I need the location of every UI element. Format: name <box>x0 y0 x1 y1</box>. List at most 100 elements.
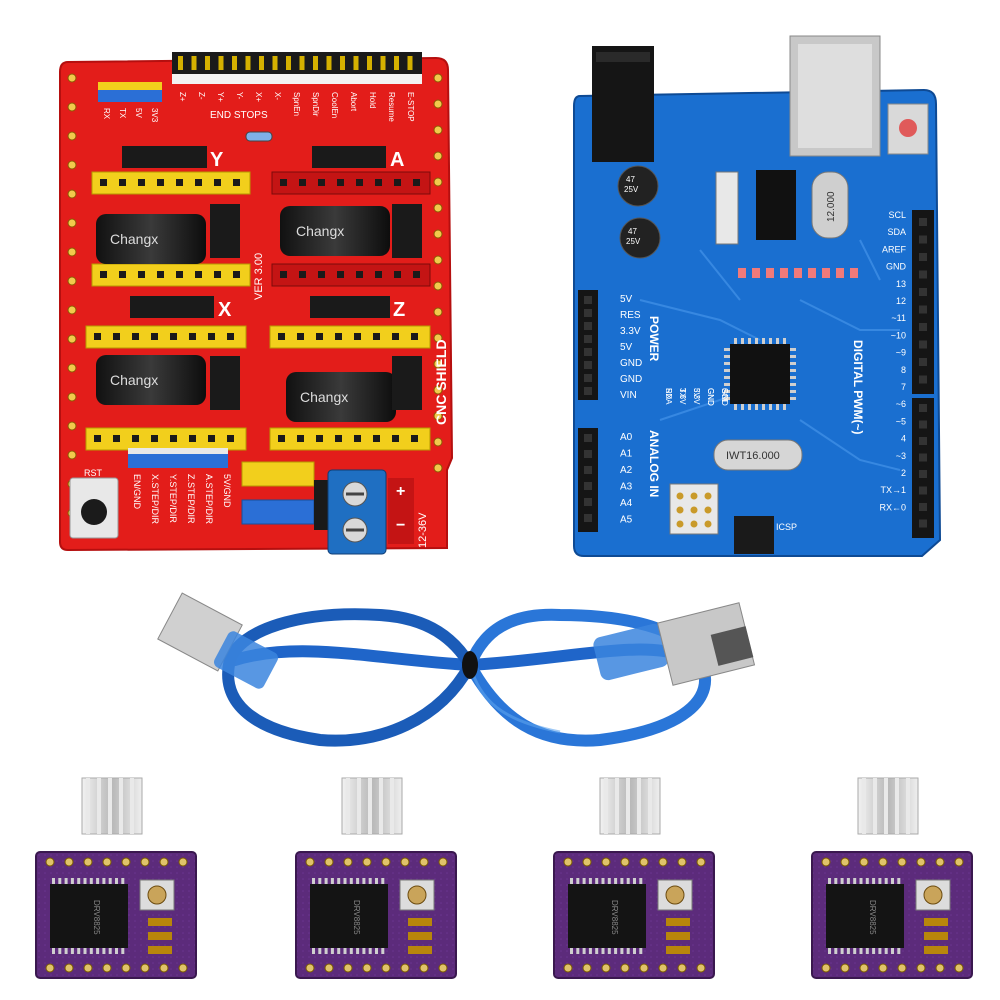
capacitor: Changx <box>96 214 206 264</box>
power-section-label: POWER <box>647 316 661 362</box>
bottom-pin-label: Z.STEP/DIR <box>186 474 196 524</box>
microstep-jumpers <box>392 204 422 258</box>
digital-pin-labels: SCLSDAAREFGND1312~11~10~987~6~54~32TX→1R… <box>879 210 906 512</box>
digital-pin-label: ~10 <box>891 330 906 340</box>
reset-button[interactable] <box>69 477 119 539</box>
electrolytic-capacitor: 47 25V <box>619 217 661 259</box>
driver-slot-a <box>271 171 431 287</box>
axis-label-y: Y <box>210 149 224 171</box>
power-pin-label: 5V <box>620 342 633 353</box>
heatsink <box>81 777 143 835</box>
svg-text:47: 47 <box>626 175 635 184</box>
icsp-label: ICSP <box>776 522 797 532</box>
microstep-jumpers <box>210 356 240 410</box>
smd-led <box>808 268 816 278</box>
digital-pin-label: 12 <box>896 296 906 306</box>
mid-pin-label: TX <box>678 388 687 399</box>
power-pin-label: RES <box>620 310 641 321</box>
digital-pin-label: ~9 <box>896 348 906 358</box>
serial-pin-label: RX <box>102 108 111 120</box>
analog-pin-label: A1 <box>620 449 633 460</box>
driver-slot-z <box>269 325 431 451</box>
plus-label: + <box>396 483 405 500</box>
mid-pin-label: 5V <box>692 388 701 398</box>
analog-pin-label: A3 <box>620 482 633 493</box>
power-pin-label: GND <box>620 358 642 369</box>
analog-section-label: ANALOG IN <box>647 430 661 497</box>
analog-pin-label: A2 <box>620 465 633 476</box>
mid-pin-label: GND <box>706 388 715 406</box>
digital-pin-label: AREF <box>882 244 907 254</box>
digital-pin-label: 7 <box>901 382 906 392</box>
crystal-12mhz: 12.000 <box>811 171 849 239</box>
driver-chip-label: DRV8825 <box>352 900 361 935</box>
y-axis-jumper <box>122 146 207 168</box>
serial-pin-labels: RX TX 5V 3V3 <box>102 108 159 123</box>
potentiometer <box>665 885 685 905</box>
resistor <box>245 131 273 142</box>
capacitor: Changx <box>280 206 390 256</box>
stepper-driver-module: DRV8825 <box>295 851 457 979</box>
electrolytic-capacitor: 47 25V <box>617 165 659 207</box>
smd-led <box>738 268 746 278</box>
header-pin-label: SpnEn <box>292 92 301 116</box>
mcu-chip <box>730 344 790 404</box>
bottom-pin-label: 5V/GND <box>222 474 232 508</box>
potentiometer <box>147 885 167 905</box>
axis-label-x: X <box>218 299 232 321</box>
header-pin-label: Z+ <box>178 92 187 102</box>
cable-tie <box>462 651 478 679</box>
serial-pin-label: 5V <box>134 108 143 118</box>
endstop-header-yellow <box>241 461 315 487</box>
bottom-pin-label: X.STEP/DIR <box>150 474 160 525</box>
digital-section-label: DIGITAL PWM(~) <box>851 340 865 435</box>
reset-label: RST <box>84 468 103 478</box>
microstep-jumpers <box>210 204 240 258</box>
power-terminal[interactable] <box>327 469 387 555</box>
analog-header <box>578 428 598 532</box>
minus-label: − <box>396 517 405 534</box>
digital-pin-label: TX→1 <box>880 485 906 495</box>
svg-text:Changx: Changx <box>296 223 344 239</box>
potentiometer <box>915 879 951 911</box>
bottom-pin-label: EN/GND <box>132 474 142 510</box>
driver-chip-label: DRV8825 <box>92 900 101 935</box>
uno-reset-button[interactable] <box>887 103 929 155</box>
microstep-jumpers <box>392 356 422 410</box>
header-pin-label: Resume <box>387 92 396 122</box>
uno-board: 47 25V 47 25V 12.000 IWT16.000 ICSP <box>573 35 942 557</box>
potentiometer <box>407 885 427 905</box>
mid-pin-label: GND <box>720 388 729 406</box>
mid-pin-label: SDA <box>664 388 673 405</box>
svg-text:47: 47 <box>628 227 637 236</box>
driver-chip-label: DRV8825 <box>610 900 619 935</box>
analog-pin-label: A4 <box>620 498 633 509</box>
serial-pin-label: TX <box>118 108 127 119</box>
a-axis-jumper <box>312 146 386 168</box>
digital-header-high <box>912 210 934 394</box>
digital-pin-label: 13 <box>896 279 906 289</box>
power-pin-label: VIN <box>620 390 637 401</box>
z-axis-jumper <box>310 296 390 318</box>
digital-pin-label: SDA <box>887 227 906 237</box>
serial-pin-label: 3V3 <box>150 108 159 123</box>
axis-label-a: A <box>390 149 404 171</box>
smd-led <box>780 268 788 278</box>
shield-title: CNC SHIELD <box>433 339 449 425</box>
version-label: VER 3.00 <box>253 253 265 300</box>
svg-text:IWT16.000: IWT16.000 <box>726 450 780 462</box>
smd-led <box>794 268 802 278</box>
smd-led <box>850 268 858 278</box>
digital-pin-label: GND <box>886 262 907 272</box>
dc-power-jack[interactable] <box>592 46 654 162</box>
driver-slot-y <box>91 171 251 287</box>
digital-pin-label: ~11 <box>891 313 906 323</box>
svg-text:12.000: 12.000 <box>826 191 837 222</box>
digital-pin-label: 4 <box>901 434 906 444</box>
icsp-header <box>734 516 774 554</box>
